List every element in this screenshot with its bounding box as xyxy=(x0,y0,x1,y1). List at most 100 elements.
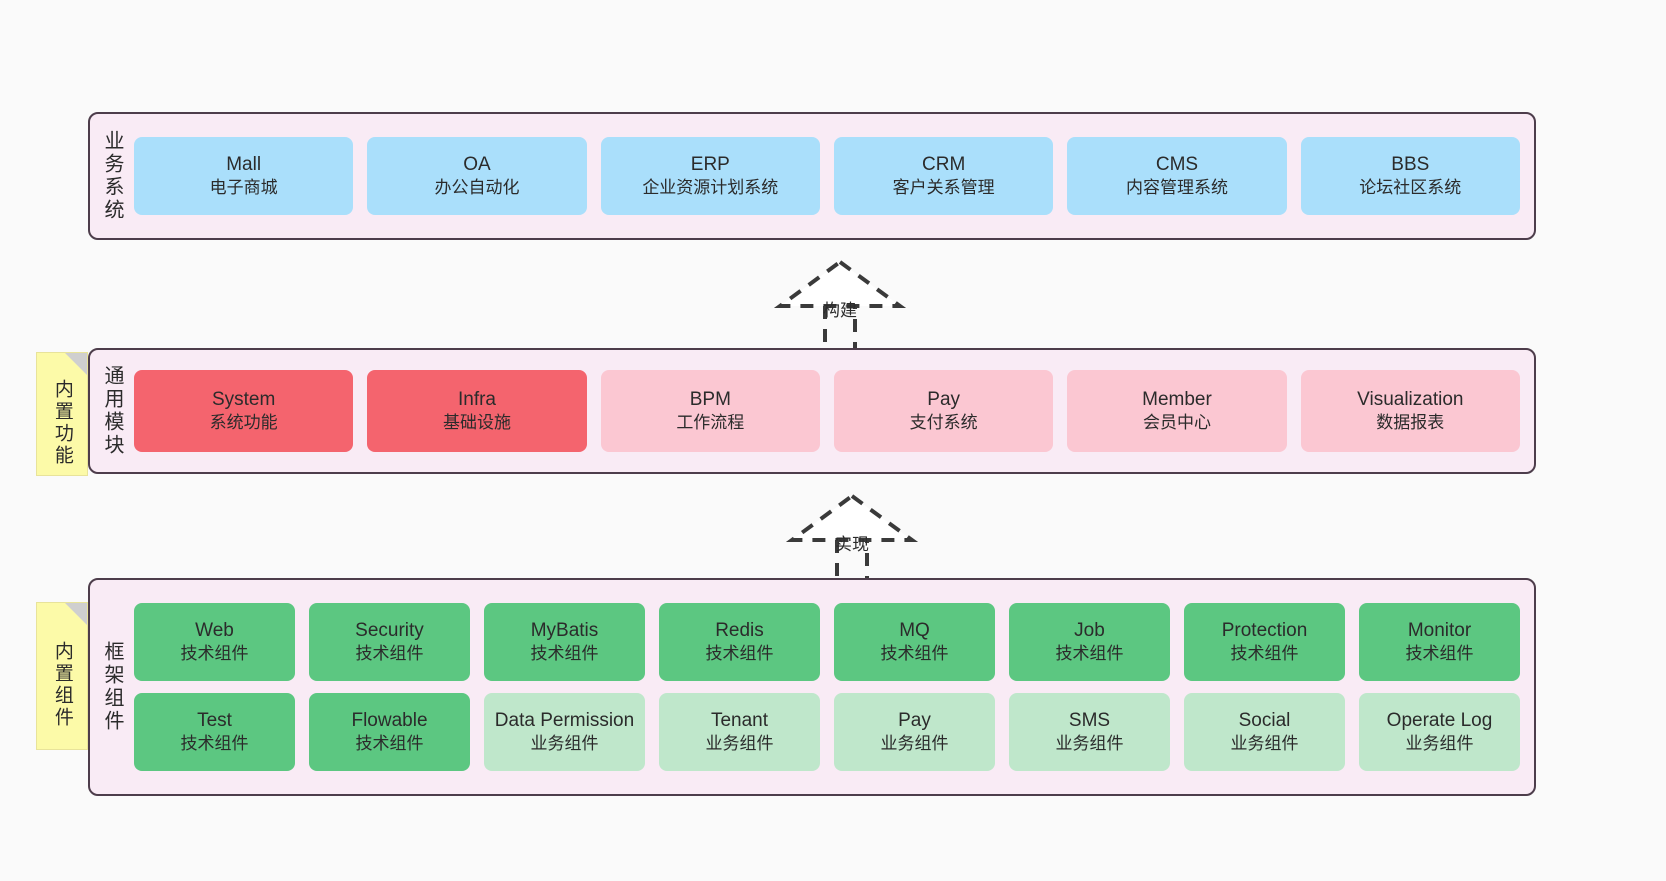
framework-card-flowable[interactable]: Flowable 技术组件 xyxy=(309,693,470,771)
layer-business-label: 业务系统 xyxy=(101,130,123,222)
card-title: Monitor xyxy=(1407,619,1472,641)
card-title: Test xyxy=(197,709,232,731)
card-subtitle: 内容管理系统 xyxy=(1125,178,1228,198)
card-title: Visualization xyxy=(1357,388,1464,410)
card-subtitle: 工作流程 xyxy=(676,413,745,433)
card-title: Pay xyxy=(927,388,961,410)
card-title: Social xyxy=(1238,709,1291,731)
card-subtitle: 业务组件 xyxy=(1405,734,1474,754)
card-title: Infra xyxy=(457,388,496,410)
card-subtitle: 论坛社区系统 xyxy=(1359,178,1462,198)
card-title: ERP xyxy=(690,153,730,175)
framework-card-redis[interactable]: Redis 技术组件 xyxy=(659,603,820,681)
card-title: Security xyxy=(355,619,424,641)
card-subtitle: 客户关系管理 xyxy=(892,178,995,198)
card-title: MyBatis xyxy=(530,619,599,641)
card-subtitle: 技术组件 xyxy=(180,644,249,664)
card-subtitle: 技术组件 xyxy=(880,644,949,664)
note-builtin-components-text: 内置组件 xyxy=(51,641,73,729)
card-subtitle: 技术组件 xyxy=(705,644,774,664)
module-card-system[interactable]: System 系统功能 xyxy=(134,370,354,452)
framework-card-mq[interactable]: MQ 技术组件 xyxy=(834,603,995,681)
note-fold-icon xyxy=(65,353,87,375)
layer-business-systems: 业务系统 Mall 电子商城 OA 办公自动化 ERP 企业资源计划系统 CRM 客户关系管理… xyxy=(88,112,1536,240)
card-title: Tenant xyxy=(710,709,769,731)
framework-card-job[interactable]: Job 技术组件 xyxy=(1009,603,1170,681)
framework-card-tenant[interactable]: Tenant 业务组件 xyxy=(659,693,820,771)
card-title: Data Permission xyxy=(494,709,635,731)
module-card-bpm[interactable]: BPM 工作流程 xyxy=(600,370,820,452)
card-subtitle: 电子商城 xyxy=(209,178,278,198)
card-subtitle: 技术组件 xyxy=(1055,644,1124,664)
card-subtitle: 技术组件 xyxy=(530,644,599,664)
connector-build: 构建 xyxy=(760,256,920,352)
layer-module-label: 通用模块 xyxy=(101,365,123,457)
card-subtitle: 系统功能 xyxy=(209,413,278,433)
connector-implement-label: 实现 xyxy=(835,535,869,554)
card-subtitle: 基础设施 xyxy=(442,413,511,433)
note-builtin-features: 内置功能 xyxy=(36,352,88,476)
business-card-crm[interactable]: CRM 客户关系管理 xyxy=(833,137,1054,215)
card-subtitle: 技术组件 xyxy=(355,734,424,754)
module-card-visualization[interactable]: Visualization 数据报表 xyxy=(1300,370,1520,452)
business-card-erp[interactable]: ERP 企业资源计划系统 xyxy=(600,137,820,215)
layer-business-title: 业务系统 xyxy=(90,114,134,238)
card-title: Flowable xyxy=(351,709,428,731)
framework-card-data-permission[interactable]: Data Permission 业务组件 xyxy=(484,693,645,771)
note-fold-icon xyxy=(65,603,87,625)
card-subtitle: 企业资源计划系统 xyxy=(642,178,779,198)
card-title: Protection xyxy=(1221,619,1308,641)
card-title: Mall xyxy=(226,153,262,175)
card-title: Operate Log xyxy=(1386,709,1493,731)
note-builtin-features-text: 内置功能 xyxy=(51,379,73,467)
card-title: BPM xyxy=(689,388,731,410)
layer-framework-title: 框架组件 xyxy=(90,580,134,794)
layer-framework-label: 框架组件 xyxy=(101,641,123,733)
card-title: SMS xyxy=(1068,709,1111,731)
card-subtitle: 会员中心 xyxy=(1142,413,1211,433)
card-title: MQ xyxy=(899,619,930,641)
card-subtitle: 数据报表 xyxy=(1376,413,1445,433)
layer-module-title: 通用模块 xyxy=(90,350,134,472)
card-title: Redis xyxy=(715,619,764,641)
card-title: OA xyxy=(463,153,491,175)
card-subtitle: 业务组件 xyxy=(705,734,774,754)
framework-card-security[interactable]: Security 技术组件 xyxy=(309,603,470,681)
framework-card-mybatis[interactable]: MyBatis 技术组件 xyxy=(484,603,645,681)
framework-card-monitor[interactable]: Monitor 技术组件 xyxy=(1359,603,1520,681)
card-title: Pay xyxy=(898,709,931,731)
card-subtitle: 办公自动化 xyxy=(434,178,520,198)
framework-card-test[interactable]: Test 技术组件 xyxy=(134,693,295,771)
connector-implement: 实现 xyxy=(772,490,932,586)
card-subtitle: 业务组件 xyxy=(530,734,599,754)
card-subtitle: 支付系统 xyxy=(909,413,978,433)
framework-card-operate-log[interactable]: Operate Log 业务组件 xyxy=(1359,693,1520,771)
module-card-pay[interactable]: Pay 支付系统 xyxy=(833,370,1054,452)
card-title: Job xyxy=(1074,619,1105,641)
module-card-infra[interactable]: Infra 基础设施 xyxy=(367,370,587,452)
business-card-oa[interactable]: OA 办公自动化 xyxy=(367,137,587,215)
card-subtitle: 技术组件 xyxy=(355,644,424,664)
card-title: CRM xyxy=(922,153,966,175)
card-subtitle: 技术组件 xyxy=(180,734,249,754)
card-title: System xyxy=(211,388,276,410)
card-subtitle: 技术组件 xyxy=(1405,644,1474,664)
business-card-mall[interactable]: Mall 电子商城 xyxy=(134,137,354,215)
layer-common-modules: 通用模块 System 系统功能 Infra 基础设施 BPM 工作流程 Pay 支付系统 Me… xyxy=(88,348,1536,474)
